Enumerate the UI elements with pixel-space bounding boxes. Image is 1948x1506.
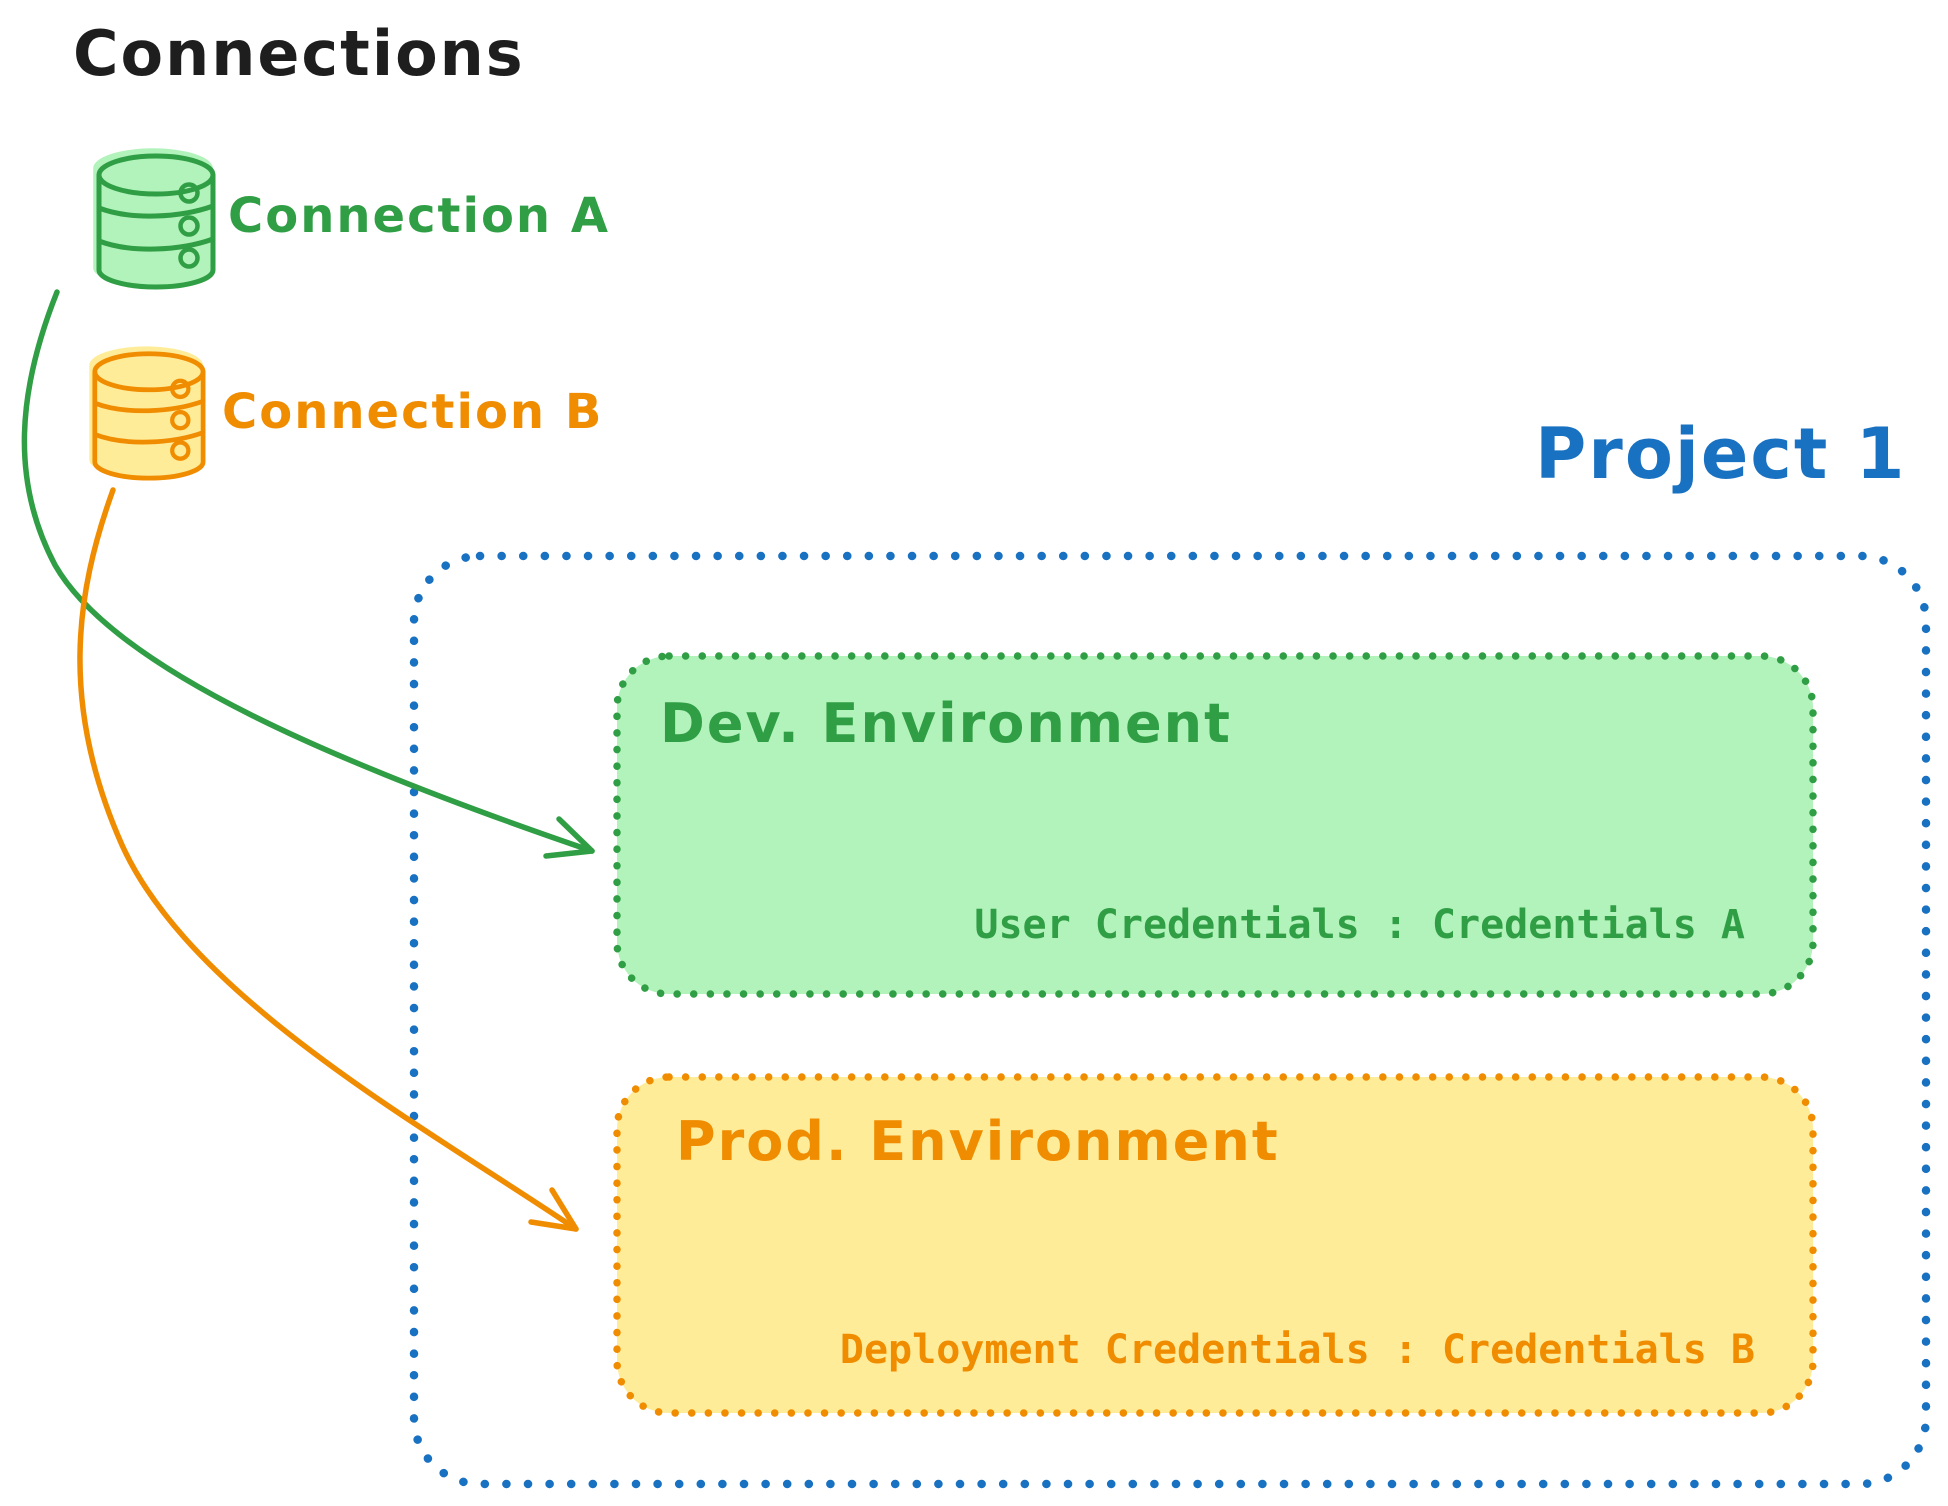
project-title: Project 1 xyxy=(1535,413,1907,495)
database-icon-connection-a xyxy=(93,148,216,290)
diagram-title: Connections xyxy=(73,17,525,90)
arrowhead xyxy=(528,1187,579,1232)
prod-environment-title: Prod. Environment xyxy=(676,1110,1280,1173)
connection-b-label: Connection B xyxy=(222,384,604,440)
arrow-connection-b-to-prod xyxy=(77,487,579,1232)
connection-a-label: Connection A xyxy=(228,188,610,244)
prod-environment-credentials: Deployment Credentials : Credentials B xyxy=(839,1327,1755,1373)
dev-environment-title: Dev. Environment xyxy=(660,692,1232,755)
dev-environment-box xyxy=(613,652,1817,998)
dev-environment-credentials: User Credentials : Credentials A xyxy=(974,902,1745,948)
project-box-border xyxy=(409,551,1931,1489)
database-icon-connection-b xyxy=(89,346,206,481)
arrowhead xyxy=(543,816,595,859)
prod-environment-box xyxy=(613,1073,1817,1417)
